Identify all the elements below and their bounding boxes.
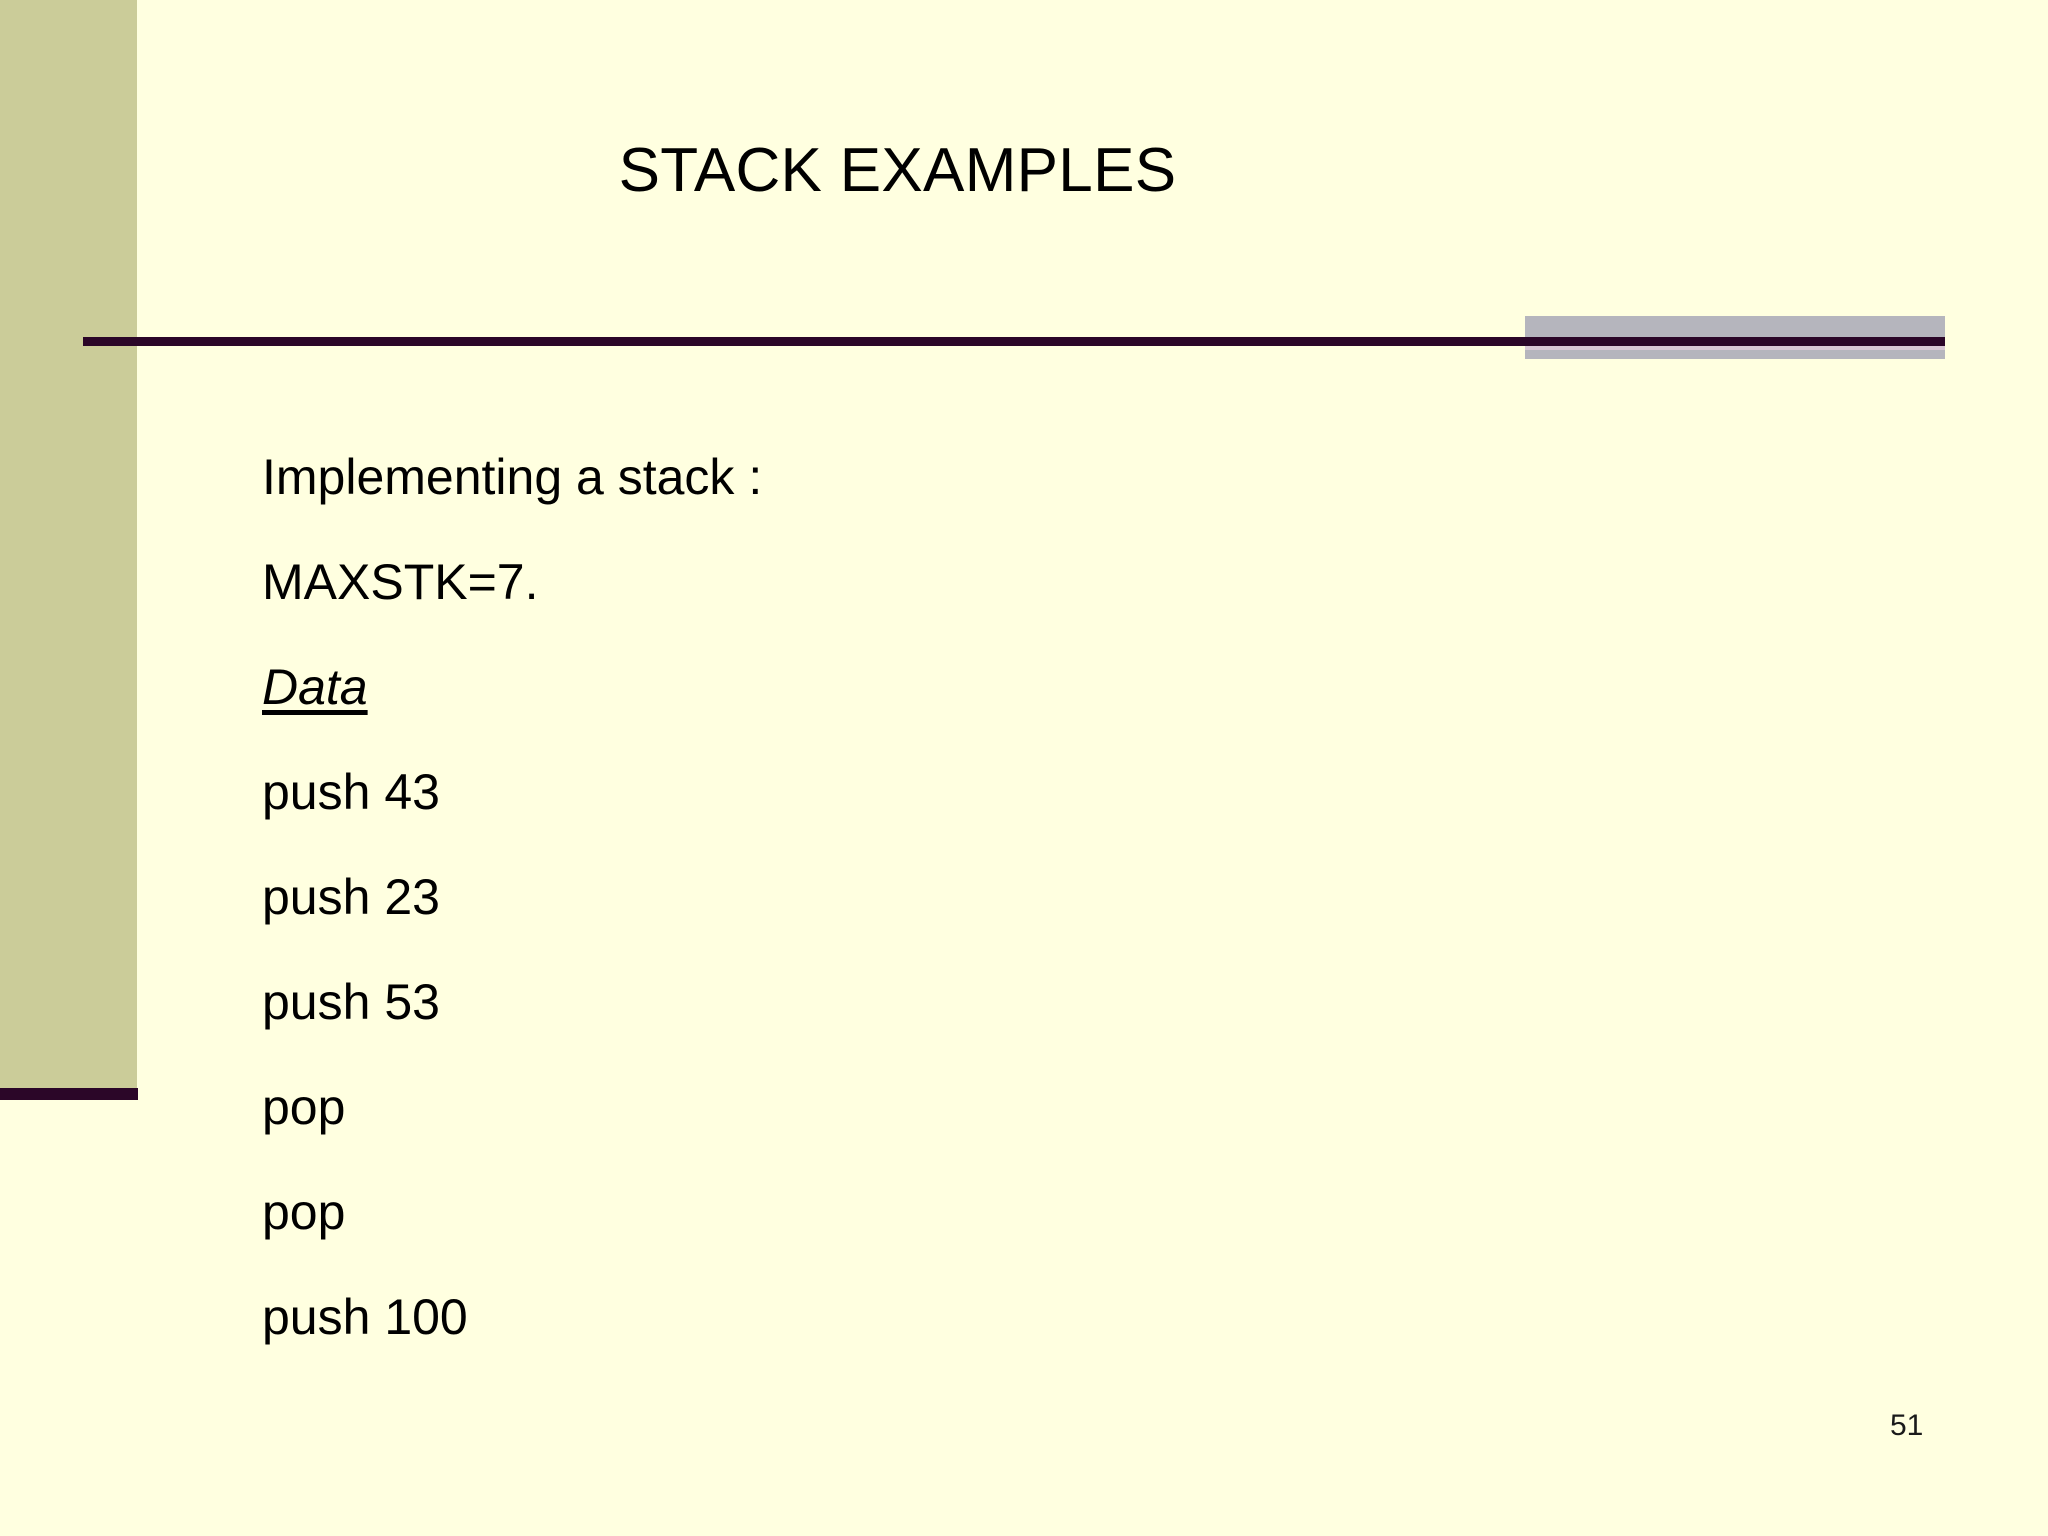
body-line: pop [262, 1184, 346, 1240]
header-divider-rule [83, 337, 1945, 346]
body-line: MAXSTK=7. [262, 554, 539, 610]
body-line: pop [262, 1079, 346, 1135]
body-line: push 53 [262, 974, 440, 1030]
left-band-accent-bar [0, 1088, 138, 1100]
body-content: Implementing a stack : MAXSTK=7. Data pu… [262, 425, 1662, 1370]
page-title: STACK EXAMPLES [618, 136, 1177, 205]
page-number: 51 [1890, 1409, 1924, 1442]
body-line: Implementing a stack : [262, 449, 763, 505]
body-line: push 43 [262, 764, 440, 820]
body-line-emphasis: Data [262, 659, 368, 715]
body-line: push 100 [262, 1289, 468, 1345]
body-line: push 23 [262, 869, 440, 925]
left-decorative-band [0, 0, 137, 1088]
header-rule-highlight [1525, 346, 1945, 350]
